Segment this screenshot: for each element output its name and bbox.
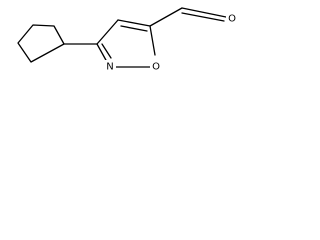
atom-label-aldehyde-o: O [226, 12, 238, 26]
bond-c-o-double-inner [181, 12, 225, 22]
aldehyde-oxygen-label: O [228, 14, 236, 25]
ring-nitrogen-label: N [106, 62, 113, 73]
cyclopentyl-ring [17, 24, 65, 63]
aldehyde-group [149, 7, 227, 27]
bond-c4-c5-inner [120, 25, 148, 32]
bond-n2-c3 [96, 43, 108, 63]
bond-c5-cho [149, 7, 183, 27]
bond-c3-c4 [96, 19, 119, 45]
atom-label-ring-o: O [150, 60, 162, 74]
bond-c4-c5 [117, 19, 151, 27]
bond-n2-c3-inner [101, 43, 112, 59]
ring-oxygen-label: O [152, 62, 160, 73]
isoxazole-ring [96, 19, 156, 68]
cyclopentyl-ring-bonds [17, 24, 65, 63]
bond-c5-o1 [149, 25, 156, 56]
bond-c-o-double [181, 7, 227, 18]
atom-label-n: N [104, 60, 116, 74]
molecule-diagram: N O O [17, 7, 238, 74]
